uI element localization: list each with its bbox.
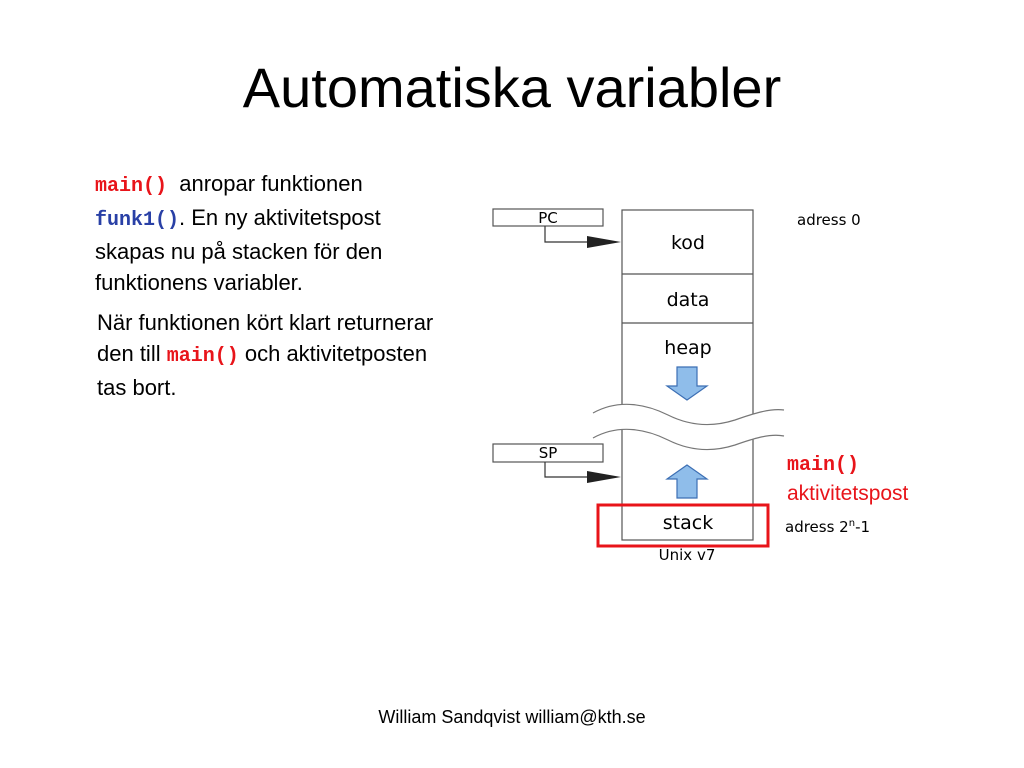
stack-highlight-box [596,503,770,548]
code-main: main() [166,345,239,368]
sp-pointer-line [544,462,590,478]
paragraph-text: När funktionen kört klart returnerar den… [97,310,434,366]
segment-kod: kod [671,232,705,254]
segment-heap: heap [664,337,711,359]
code-main: main() [95,175,168,198]
break-line [592,428,785,451]
slide-footer: William Sandqvist william@kth.se [378,707,646,727]
sp-register-box [492,443,604,463]
stack-growth-arrow-icon [665,464,709,499]
activation-record-callout: main() aktivitetspost [787,452,908,508]
pc-register-box [492,208,604,227]
heap-growth-arrow-icon [665,366,709,401]
segment-data: data [667,289,710,311]
sp-label: SP [539,444,558,462]
pc-pointer-line [544,226,590,243]
paragraph-text: . En ny aktivitetspost skapas nu på stac… [95,205,383,295]
break-line [592,403,785,426]
paragraph-text: och aktivitetposten tas bort. [97,341,428,400]
paragraph-text: anropar funktionen [179,171,363,196]
segment-stack: stack [663,512,713,534]
address-bottom-label: adress 2n-1 [785,518,870,536]
callout-text: aktivitetspost [787,482,909,505]
address-top-label: adress 0 [797,211,861,229]
pc-arrowhead-icon [587,236,621,248]
paragraph-return: När funktionen kört klart returnerar den… [97,307,457,403]
slide-title: Automatiska variabler [242,56,782,119]
break-gap [593,404,784,450]
diagram-caption: Unix v7 [659,546,716,564]
code-funk1: funk1() [95,209,180,232]
paragraph-call: main() anropar funktionen funk1(). En ny… [95,168,455,298]
pc-label: PC [538,209,558,227]
callout-code: main() [787,454,860,477]
sp-arrowhead-icon [587,471,621,483]
